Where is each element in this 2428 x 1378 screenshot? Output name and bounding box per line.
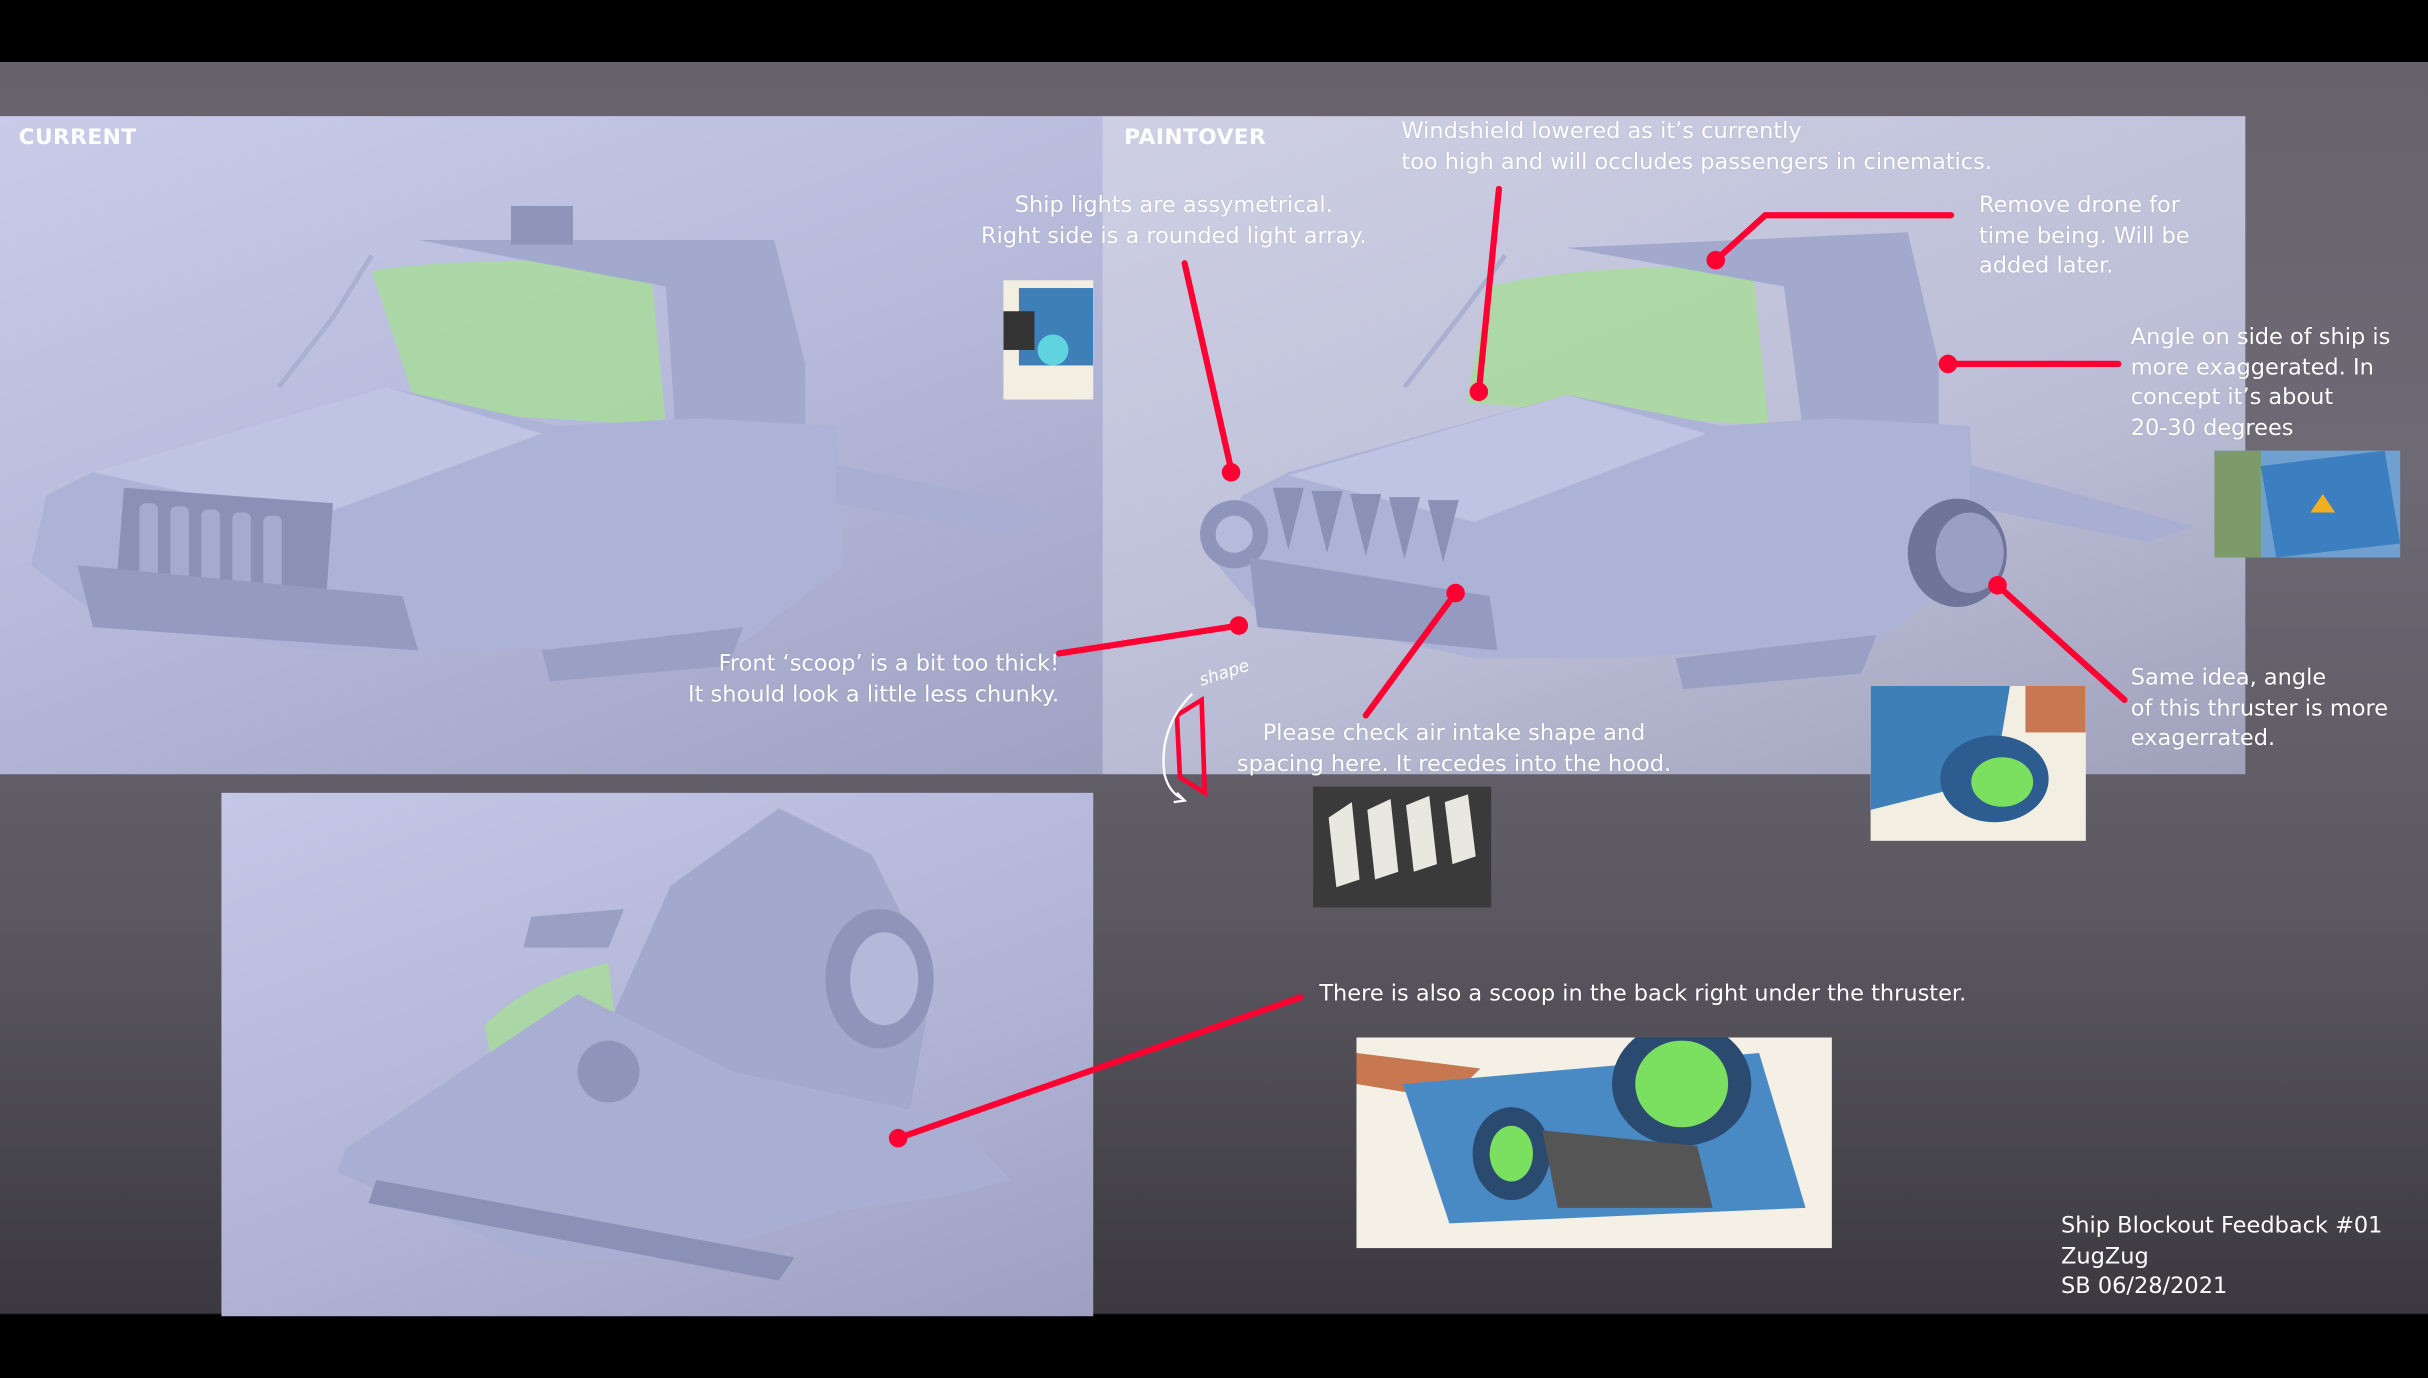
note-line: time being. Will be (1978, 223, 2190, 249)
reference-thumb-thruster (1870, 685, 2086, 841)
note-windshield: Windshield lowered as it’s currently too… (1401, 118, 1992, 178)
sheet-footer: Ship Blockout Feedback #01 ZugZug SB 06/… (2061, 1212, 2382, 1303)
note-line: 20-30 degrees (2130, 415, 2294, 441)
callout-line-back-scoop (895, 994, 1304, 1142)
note-line: There is also a scoop in the back right … (1319, 981, 1967, 1007)
paintover-panel: PAINTOVER (1102, 116, 2246, 775)
callout-line-drone (1712, 212, 1955, 264)
note-line: of this thruster is more (2130, 696, 2389, 721)
reference-thumb-intake (1313, 786, 1492, 908)
note-angle-side: Angle on side of ship is more exaggerate… (2131, 324, 2391, 445)
callout-line-windshield (1475, 185, 1503, 395)
note-line: It should look a little less chunky. (687, 682, 1060, 707)
note-line: Please check air intake shape and (1262, 721, 1646, 747)
reference-thumb-side (2214, 450, 2401, 558)
note-line: concept it’s about (2130, 385, 2334, 411)
note-line: Front ‘scoop’ is a bit too thick! (718, 651, 1060, 677)
note-line: Remove drone for (1978, 193, 2181, 219)
paintover-ship-render (1200, 232, 2195, 690)
callout-line-front-scoop (1056, 622, 1242, 657)
callout-line-intake (1362, 589, 1459, 719)
current-render-panel: CURRENT (0, 116, 1103, 775)
callout-line-lights (1181, 260, 1235, 473)
note-line: added later. (1978, 253, 2114, 279)
reference-thumb-lights (1003, 280, 1094, 400)
footer-title: Ship Blockout Feedback #01 (2061, 1214, 2383, 1239)
note-line: spacing here. It recedes into the hood. (1236, 751, 1672, 777)
note-drone: Remove drone for time being. Will be add… (1979, 192, 2190, 283)
note-front-scoop: Front ‘scoop’ is a bit too thick! It sho… (641, 650, 1059, 710)
note-thruster: Same idea, angle of this thruster is mor… (2131, 664, 2388, 755)
note-line: Right side is a rounded light array. (981, 223, 1367, 249)
footer-project: ZugZug (2061, 1244, 2149, 1269)
note-line: Same idea, angle (2130, 665, 2327, 691)
note-ship-lights: Ship lights are assymetrical. Right side… (960, 192, 1387, 252)
note-line: Angle on side of ship is (2130, 325, 2391, 350)
footer-author-date: SB 06/28/2021 (2061, 1274, 2228, 1300)
callout-line-thruster (1994, 582, 2128, 704)
shape-sketch (1162, 692, 1208, 804)
rear-ship-render (337, 808, 1012, 1281)
note-line: too high and will occludes passengers in… (1401, 149, 1992, 175)
current-ship-render (30, 205, 1053, 682)
note-back-scoop: There is also a scoop in the back right … (1319, 980, 1966, 1010)
reference-thumb-back-scoop (1356, 1037, 1832, 1249)
note-line: exagerrated. (2130, 726, 2276, 752)
paintover-label: PAINTOVER (1124, 125, 1267, 151)
note-line: Ship lights are assymetrical. (1014, 193, 1333, 219)
current-label: CURRENT (18, 125, 137, 151)
note-air-intake: Please check air intake shape and spacin… (1208, 720, 1700, 780)
note-line: more exaggerated. In (2130, 355, 2374, 381)
rear-render-panel (221, 792, 1094, 1317)
note-line: Windshield lowered as it’s currently (1401, 119, 1802, 145)
